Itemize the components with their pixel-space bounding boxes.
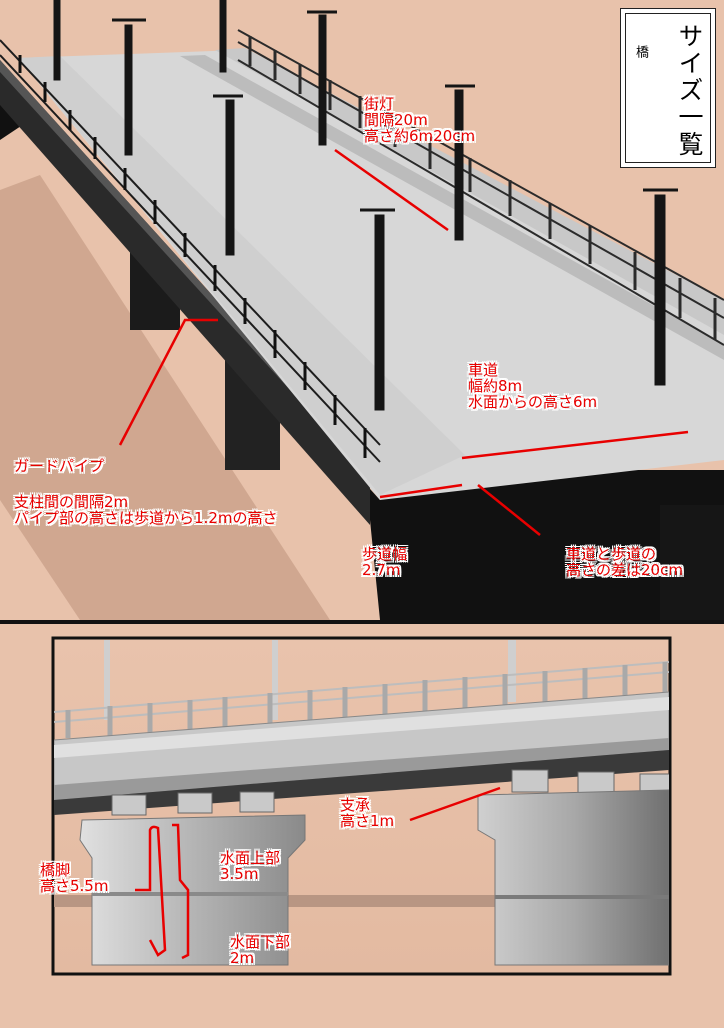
panel-top <box>0 0 724 620</box>
above-water-label: 水面上部 3.5m <box>220 849 281 883</box>
pier-label: 橋脚 高さ5.5m <box>40 861 109 895</box>
page-subtitle: 橋 <box>633 45 648 58</box>
below-water-label: 水面下部 2m <box>230 933 291 967</box>
bearing-label: 支承 高さ1m <box>340 796 395 830</box>
street-lamp-label: 街灯 間隔20m 高さ約6m20cm <box>364 95 476 145</box>
guard-pipe-title: ガードパイプ <box>14 457 105 475</box>
guard-pipe-detail: 支柱間の間隔2m パイプ部の高さは歩道から1.2mの高さ <box>14 493 278 527</box>
page-title: サイズ一覧 <box>675 23 704 158</box>
sidewalk-width-label: 歩道幅 2.7m <box>362 545 408 579</box>
roadway-label: 車道 幅約8m 水面からの高さ6m <box>468 361 598 411</box>
panel-bottom <box>51 636 672 976</box>
height-difference-label: 車道と歩道の 高さの差は20cm <box>566 545 683 579</box>
title-box: サイズ一覧 橋 <box>620 8 716 168</box>
